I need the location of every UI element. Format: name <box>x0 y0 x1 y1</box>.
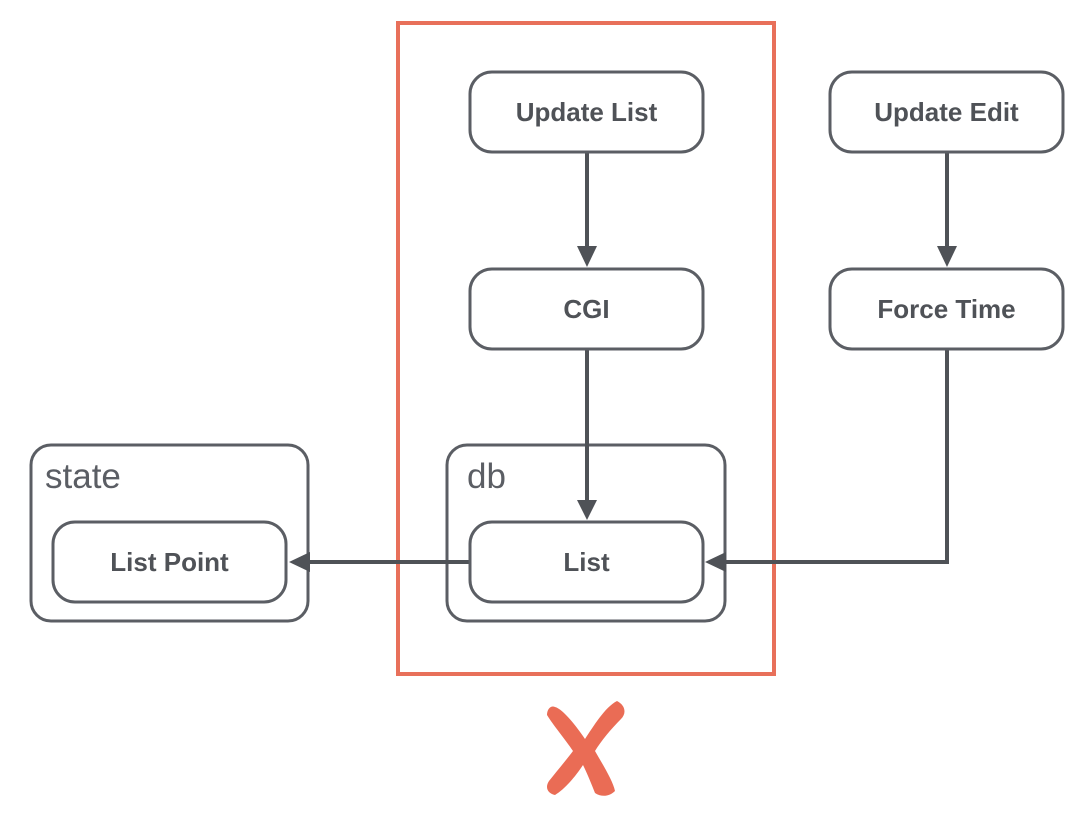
node-update-list: Update List <box>468 70 705 154</box>
highlight-frame <box>396 21 776 676</box>
node-list-point-label: List Point <box>110 547 229 577</box>
node-list: List <box>468 520 705 604</box>
edges <box>289 153 957 572</box>
state-container-label: state <box>45 457 121 496</box>
arrowhead-list-point-icon <box>289 552 310 572</box>
arrowhead-list-right-icon <box>705 552 726 572</box>
cross-icon <box>547 701 625 796</box>
edge-force-time-to-list <box>724 350 949 564</box>
node-cgi-label: CGI <box>563 294 609 324</box>
node-update-edit-label: Update Edit <box>874 97 1019 127</box>
node-force-time-label: Force Time <box>877 294 1015 324</box>
node-update-edit: Update Edit <box>828 70 1065 154</box>
node-force-time: Force Time <box>828 267 1065 351</box>
db-container-label: db <box>467 457 506 496</box>
node-list-label: List <box>563 547 610 577</box>
arrowhead-cgi-icon <box>577 246 597 267</box>
node-cgi: CGI <box>468 267 705 351</box>
arrowhead-list-top-icon <box>577 500 597 520</box>
node-list-point: List Point <box>51 520 288 604</box>
arrowhead-force-time-icon <box>937 246 957 267</box>
node-update-list-label: Update List <box>516 97 658 127</box>
